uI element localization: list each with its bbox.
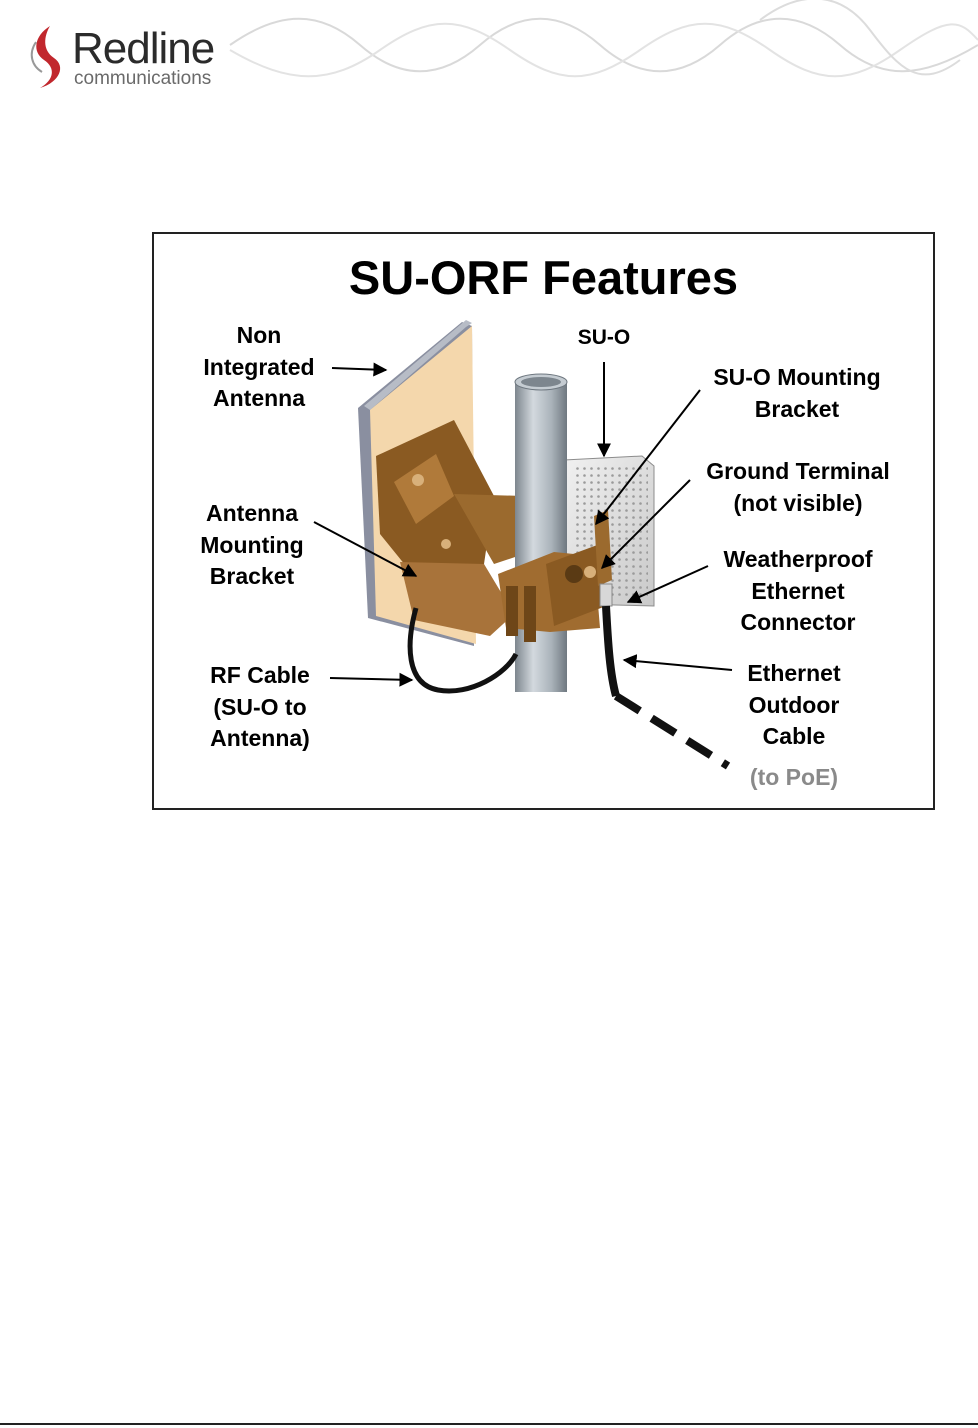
label-su-o-mounting-bracket: SU-O Mounting Bracket xyxy=(690,362,904,425)
label-weatherproof-connector: Weatherproof Ethernet Connector xyxy=(698,544,898,639)
footer-rule xyxy=(0,1423,978,1425)
label-antenna-mounting-bracket: Antenna Mounting Bracket xyxy=(182,498,322,593)
redline-logo: Redline communications xyxy=(26,20,246,95)
logo-swoosh-icon xyxy=(26,22,70,94)
label-ground-terminal: Ground Terminal (not visible) xyxy=(680,456,916,519)
arrow-non-integrated-antenna xyxy=(332,368,386,370)
arrow-rf-cable xyxy=(330,678,412,680)
figure-title: SU-ORF Features xyxy=(154,250,933,305)
label-ethernet-outdoor-cable: Ethernet Outdoor Cable xyxy=(714,658,874,753)
label-non-integrated-antenna: Non Integrated Antenna xyxy=(184,320,334,415)
logo-tagline: communications xyxy=(74,68,211,90)
logo-wordmark: Redline xyxy=(72,24,214,74)
label-to-poe: (to PoE) xyxy=(724,762,864,794)
page-header: Redline communications xyxy=(0,0,978,110)
su-orf-features-figure: SU-ORF Features Non Integrated Antenna A… xyxy=(152,232,935,810)
label-su-o: SU-O xyxy=(554,322,654,354)
mounting-pole xyxy=(515,374,567,692)
label-rf-cable: RF Cable (SU-O to Antenna) xyxy=(190,660,330,755)
